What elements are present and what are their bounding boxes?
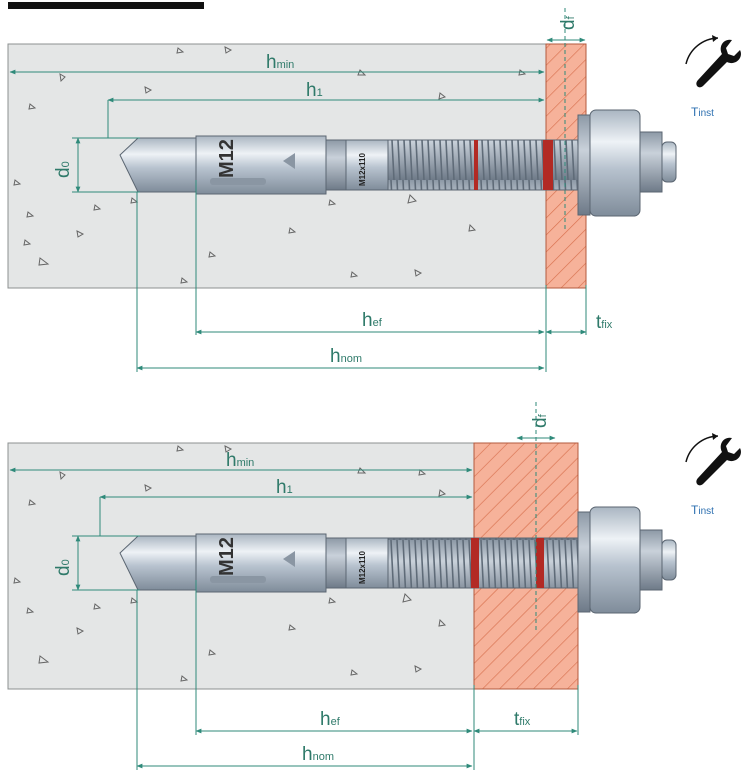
anchor-stamp: M12x110	[358, 551, 367, 584]
label-hnom: hnom	[330, 346, 362, 367]
label-hef: hef	[320, 709, 341, 730]
label-h1: h1	[276, 477, 293, 498]
diagram-bottom: M12 M12x110 hmin h1 d0 df hef hnom tfix	[7, 402, 741, 770]
label-hmin: hmin	[266, 52, 294, 73]
dimension-lines	[9, 8, 587, 372]
label-tfix: tfix	[596, 312, 613, 333]
wrench-icon	[685, 35, 741, 88]
anchor-size-marking: M12	[216, 537, 238, 576]
label-d0: d0	[53, 161, 74, 178]
label-hnom: hnom	[302, 744, 334, 765]
label-df: df	[558, 15, 579, 30]
label-h1: h1	[306, 80, 323, 101]
anchor-bolt: M12 M12x110	[119, 506, 677, 614]
header-bar	[8, 2, 204, 9]
label-hef: hef	[362, 310, 383, 331]
diagram-top: M12 M12x110 hmin h1 d0 df hef hnom	[7, 8, 741, 372]
torque-label: Tinst	[691, 105, 714, 119]
label-df: df	[530, 413, 551, 428]
anchor-stamp: M12x110	[358, 153, 367, 186]
torque-label: Tinst	[691, 503, 714, 517]
anchor-size-marking: M12	[216, 139, 238, 178]
dimension-lines	[9, 402, 579, 770]
wrench-icon	[685, 433, 741, 486]
label-tfix: tfix	[514, 709, 531, 730]
label-hmin: hmin	[226, 450, 254, 471]
label-d0: d0	[53, 559, 74, 576]
anchor-bolt: M12 M12x110	[119, 109, 677, 217]
